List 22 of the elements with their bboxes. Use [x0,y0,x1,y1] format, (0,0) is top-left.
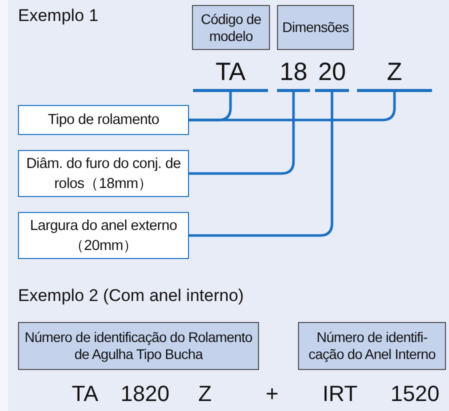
label-box: Largura do anel externo（20mm） [18,212,189,259]
example-heading: Exemplo 1 [18,6,98,26]
leader-line [189,92,295,175]
leader-line [189,92,334,237]
code-header-box: Dimensões [277,5,354,50]
code-header-box: Número de identificação do Rolamento de Agulha Tipo Bucha [18,322,259,370]
code-segment: Z [357,56,432,92]
code-header-box: Código de modelo [192,5,270,50]
code-part: IRT [322,381,358,407]
code-segment: 20 [315,56,349,92]
code-part: TA [72,381,98,407]
label-box: Diâm. do furo do conj. de rolos（18mm） [18,150,189,197]
example-heading: Exemplo 2 (Com anel interno) [18,286,244,306]
code-part: + [266,381,278,407]
code-part: Z [198,381,212,407]
label-box: Tipo de rolamento [18,105,189,135]
code-segment: TA [193,56,268,92]
code-part: 1520 [390,381,440,407]
code-part: 1820 [120,381,170,407]
code-header-box: Número de identifi- cação do Anel Interno [298,322,446,370]
leader-line [189,92,396,122]
code-segment: 18 [277,56,310,92]
